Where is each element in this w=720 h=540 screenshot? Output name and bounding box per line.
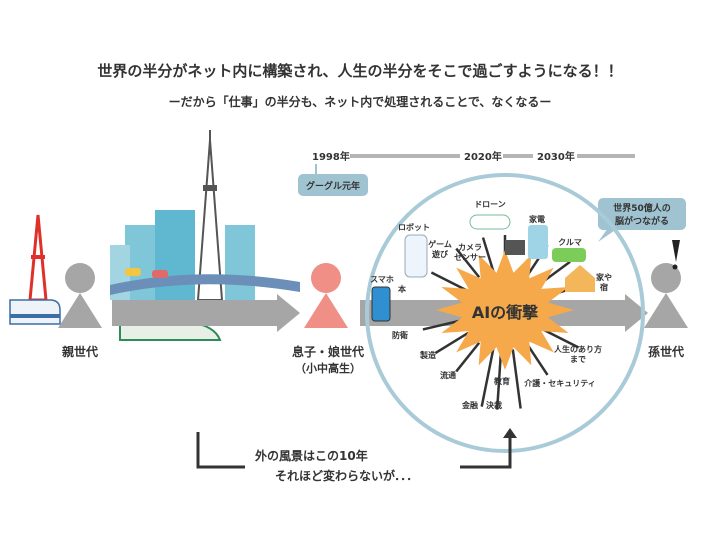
timeline-arrow	[112, 300, 277, 326]
timeline-1998: 1998年	[312, 150, 350, 163]
main-title: 世界の半分がネット内に構築され、人生の半分をそこで過ごすようになる！！	[97, 62, 622, 80]
highway-icon	[110, 274, 300, 295]
speech-line-2: 脳がつながる	[614, 215, 669, 227]
bracket-left	[196, 432, 245, 469]
grandchildren-label: 孫世代	[648, 344, 684, 359]
subtitle: ーだから「仕事」の半分も、ネット内で処理されることで、なくなるー	[169, 94, 552, 109]
ai-burst	[436, 250, 574, 370]
timeline-2030: 2030年	[537, 150, 575, 163]
label-way-of-life-2: まで	[570, 355, 586, 364]
parent-person-icon	[58, 263, 102, 328]
label-sensor: センサー	[454, 253, 486, 262]
bottom-text-1: 外の風景はこの10年	[255, 448, 368, 463]
bracket-arrow-head	[503, 428, 517, 438]
arrow-head	[277, 294, 300, 332]
label-care-security: 介護・セキュリティ	[523, 378, 596, 388]
label-inn: 宿	[600, 282, 608, 292]
ai-circle	[365, 173, 645, 453]
label-finance: 金融・決裁	[461, 400, 502, 410]
impact-arrow	[495, 349, 503, 410]
label-play: 遊び	[432, 249, 448, 259]
timeline-bar	[503, 154, 533, 158]
speech-bubble	[598, 198, 686, 230]
label-robot: ロボット	[398, 222, 430, 232]
timeline-2020: 2020年	[464, 150, 502, 163]
drone-icon	[469, 214, 511, 230]
impact-arrow	[422, 319, 462, 331]
label-drone: ドローン	[474, 200, 506, 209]
car-icon	[125, 268, 141, 276]
timeline-bar	[350, 154, 460, 158]
impact-arrow	[455, 247, 481, 279]
label-appliances: 家電	[529, 214, 545, 224]
label-house: 家や	[596, 272, 612, 282]
speech-tail	[598, 228, 618, 242]
tv-icon	[505, 240, 525, 255]
google-note	[298, 174, 368, 196]
grandchild-person-icon	[644, 263, 688, 328]
impact-arrow	[480, 348, 495, 407]
label-car: クルマ	[558, 237, 582, 247]
impact-arrow	[481, 237, 495, 272]
impact-arrow	[455, 341, 481, 373]
timeline-bar	[577, 154, 635, 158]
impact-arrow	[511, 349, 522, 409]
child-person-icon	[304, 263, 348, 328]
label-education: 教育	[493, 376, 510, 386]
children-label: 息子・娘世代	[292, 344, 364, 359]
speech-line-1: 世界50億人の	[613, 202, 671, 214]
label-game: ゲーム	[428, 239, 452, 249]
parents-label: 親世代	[62, 344, 98, 359]
bracket-right	[460, 436, 512, 469]
car-icon	[552, 248, 586, 262]
label-smartphone: スマホ	[370, 275, 394, 284]
children-sublabel: （小中高生）	[295, 361, 361, 375]
google-note-text: グーグル元年	[306, 180, 360, 192]
tokyo-tower-icon	[28, 214, 48, 302]
label-book: 本	[397, 284, 406, 294]
label-manufacturing: 製造	[419, 350, 436, 360]
exclamation-icon	[672, 240, 680, 262]
label-way-of-life: 人生のあり方	[554, 344, 602, 354]
bottom-text-2: それほど変わらないが．．．	[275, 468, 418, 483]
label-defense: 防衛	[392, 330, 408, 340]
impact-arrow	[434, 331, 469, 355]
robot-icon	[404, 234, 428, 278]
impact-arrow	[430, 271, 467, 292]
label-logistics: 流通	[440, 370, 456, 380]
house-icon	[565, 265, 595, 292]
car-icon	[152, 270, 168, 278]
exclamation-dot	[672, 264, 678, 270]
smartphone-icon	[371, 286, 391, 322]
fridge-icon	[528, 225, 548, 259]
arrow-head	[625, 294, 648, 332]
ai-impact-label: AIの衝撃	[472, 303, 538, 322]
impact-arrow	[543, 328, 580, 349]
impact-arrow	[526, 343, 549, 376]
label-camera: カメラ	[458, 243, 482, 252]
bullet-train-icon	[9, 299, 61, 325]
